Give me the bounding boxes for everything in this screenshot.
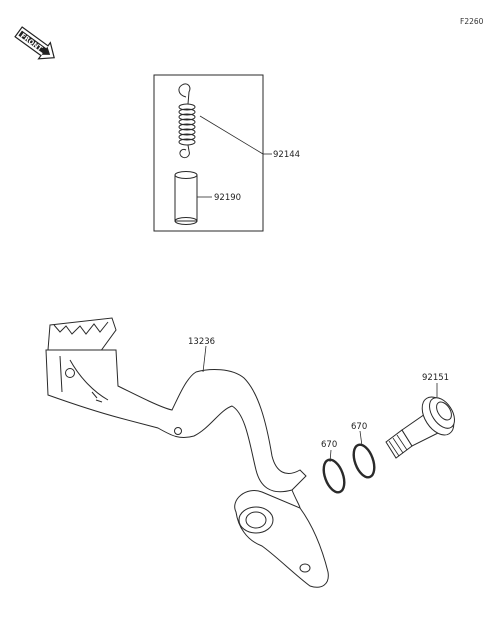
pedal-sleeve [174,171,198,225]
callout-92151: 92151 [422,373,449,383]
callout-92190: 92190 [214,193,241,203]
front-direction-arrow-icon: FRONT [14,26,55,60]
o-ring-right [352,443,376,479]
callout-670-right: 670 [351,422,367,432]
pivot-bolt [385,396,455,459]
callout-13236: 13236 [188,337,215,347]
callout-670-left: 670 [321,440,337,450]
brake-pedal [45,317,329,588]
figure-code: F2260 [460,17,484,26]
return-spring [178,83,196,159]
o-ring-left [322,458,346,494]
callout-92144: 92144 [273,150,300,160]
spring-kit-group-box [153,74,264,232]
